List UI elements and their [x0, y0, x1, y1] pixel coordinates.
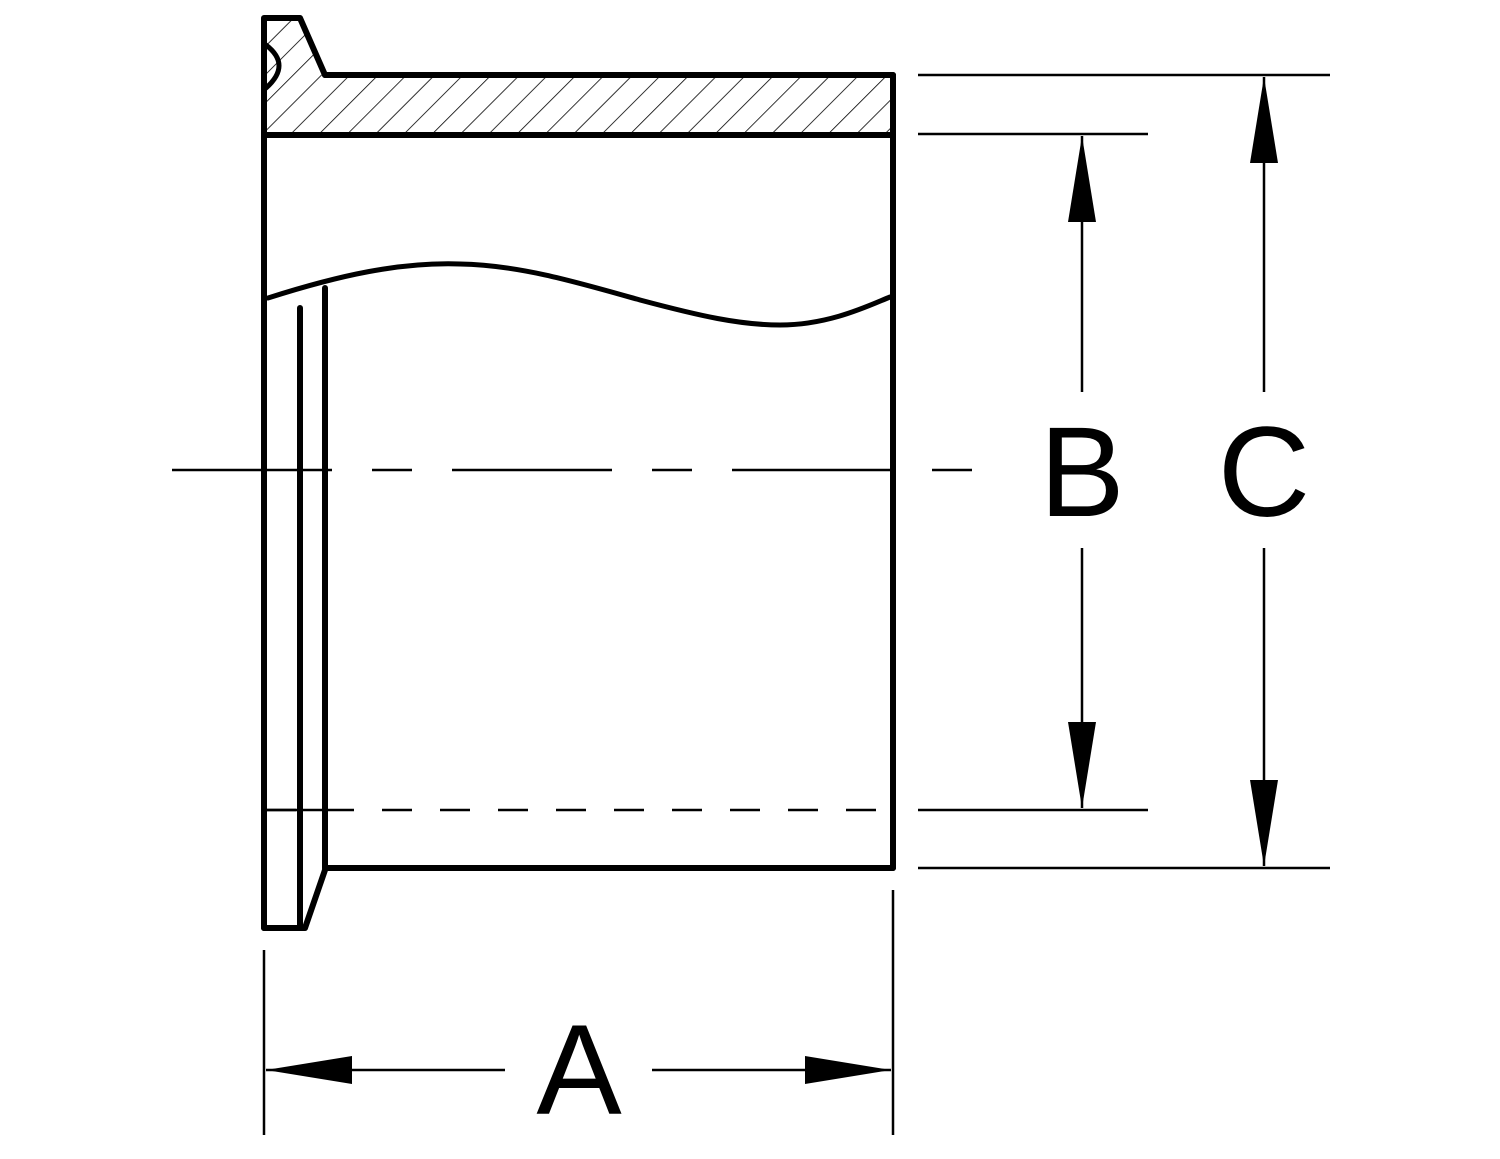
hidden-lines: [172, 468, 1148, 812]
flange-outline: [261, 15, 328, 136]
ferrule-body: [261, 15, 896, 931]
flange-groove: [263, 42, 282, 91]
dimension-c: [1250, 77, 1278, 866]
dimension-b: [1068, 136, 1096, 808]
dimension-a: [266, 1056, 891, 1084]
c-arrow-down: [1250, 780, 1278, 866]
dimension-label-a: A: [536, 999, 622, 1142]
b-arrow-up: [1068, 136, 1096, 222]
c-arrow-up: [1250, 77, 1278, 163]
a-arrow-right: [805, 1056, 891, 1084]
b-arrow-down: [1068, 722, 1096, 808]
extension-lines: [262, 73, 1330, 1135]
break-line: [265, 261, 893, 328]
a-arrow-left: [266, 1056, 352, 1084]
dimension-label-c: C: [1218, 401, 1310, 544]
bottom-flange-bevel: [261, 867, 328, 931]
dimension-label-b: B: [1039, 401, 1124, 544]
